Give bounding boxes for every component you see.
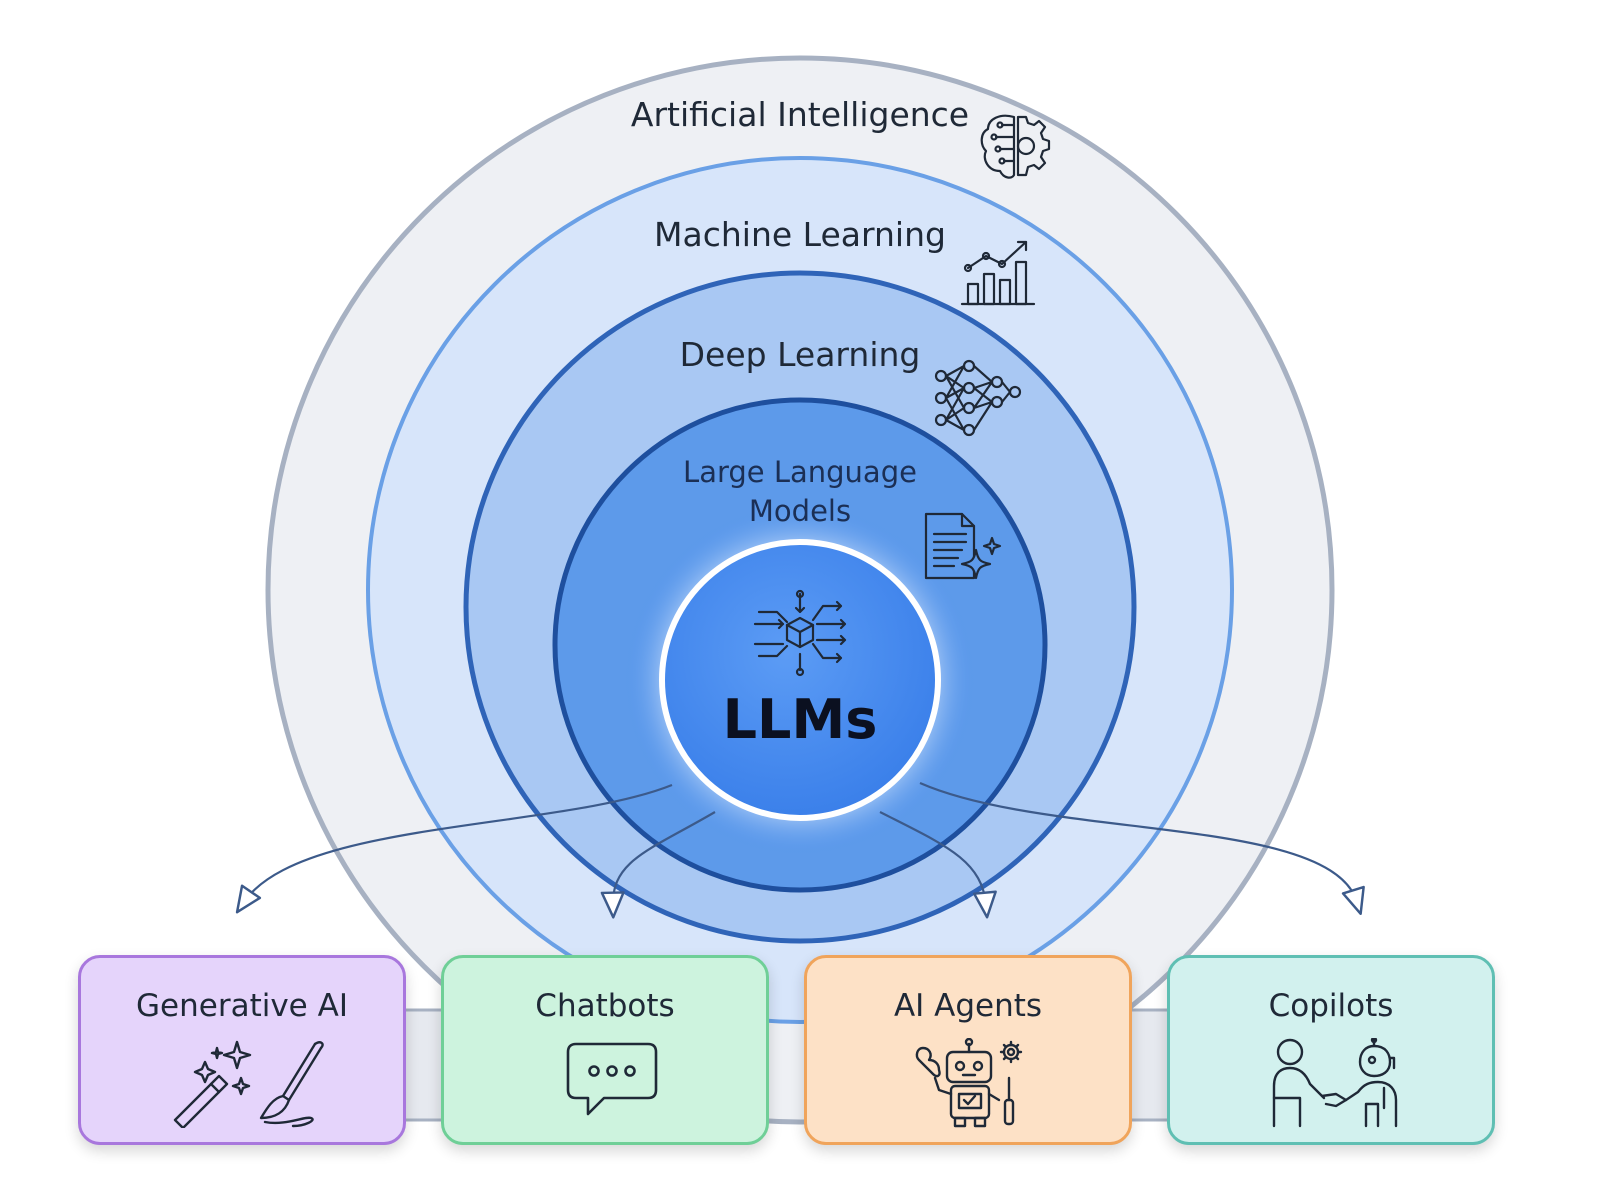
arrow-to-chatbots: [600, 811, 716, 919]
arrow-to-generative-ai: [235, 783, 673, 914]
neural-network-icon: [934, 359, 1022, 437]
label-deep-learning: Deep Learning: [679, 335, 921, 374]
core-label-llms: LLMs: [722, 688, 878, 751]
magic-wand-paintbrush-icon: [173, 1040, 324, 1128]
label-machine-learning: Machine Learning: [654, 215, 946, 254]
card-chatbots[interactable]: Chatbots: [441, 955, 769, 1145]
document-sparkle-icon: [924, 512, 1002, 580]
arrow-to-copilots: [919, 781, 1365, 915]
card-ai-agents[interactable]: AI Agents: [804, 955, 1132, 1145]
card-label-chatbots: Chatbots: [535, 988, 675, 1024]
card-label-ai-agents: AI Agents: [893, 988, 1043, 1024]
core-llms-circle: [659, 539, 941, 821]
card-label-generative-ai: Generative AI: [136, 988, 348, 1024]
growth-chart-icon: [960, 240, 1036, 306]
connector-arrows: [235, 781, 1365, 919]
robot-tools-icon: [915, 1038, 1023, 1128]
card-label-copilots: Copilots: [1268, 988, 1394, 1024]
brain-gear-icon: [980, 114, 1051, 179]
label-artificial-intelligence: Artificial Intelligence: [630, 95, 970, 134]
label-large-language-models: Large Language Models: [683, 455, 917, 528]
chat-bubble-icon: [566, 1042, 658, 1116]
cube-network-icon: [753, 589, 847, 677]
card-copilots[interactable]: Copilots: [1167, 955, 1495, 1145]
card-generative-ai[interactable]: Generative AI: [78, 955, 406, 1145]
arrow-to-ai-agents: [879, 811, 997, 919]
handshake-robot-icon: [1272, 1038, 1398, 1128]
